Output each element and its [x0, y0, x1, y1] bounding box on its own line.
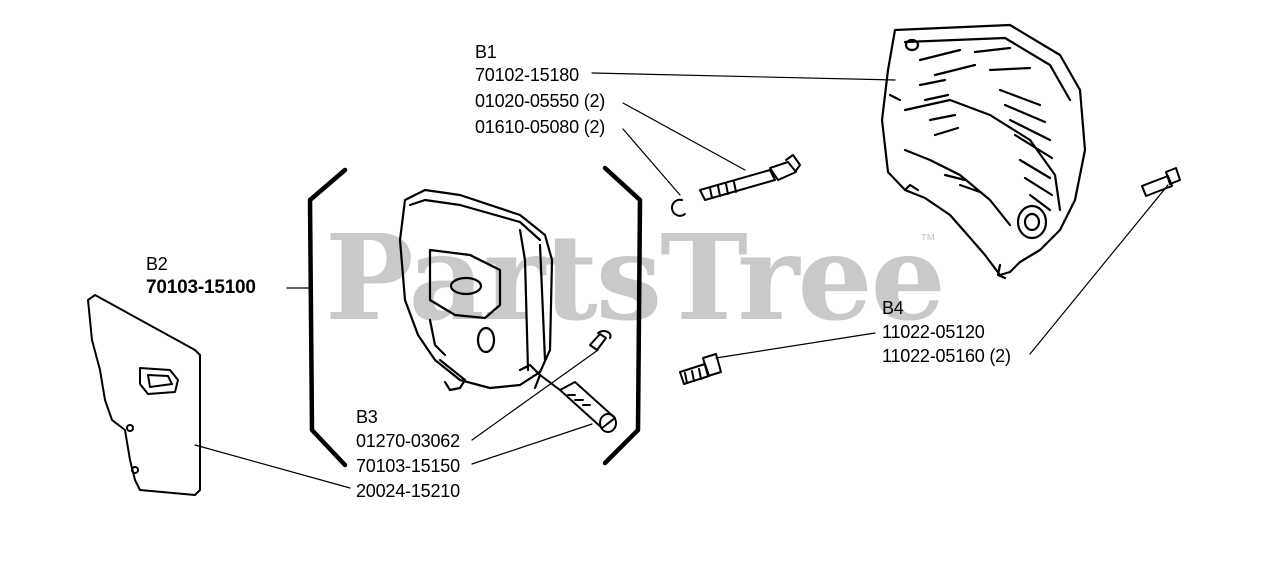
- spark-arrester-part: [539, 374, 617, 433]
- trademark-symbol: ™: [920, 232, 936, 249]
- part-number-label: 11022-05120: [882, 322, 985, 342]
- part-number-label: 70103-15100: [146, 277, 256, 298]
- part-number-label: 01020-05550 (2): [475, 91, 606, 111]
- part-number-label: 01270-03062: [356, 431, 460, 451]
- callout-ref-b3: B3: [356, 407, 378, 427]
- watermark-logo: PartsTree: [325, 208, 946, 347]
- part-number-label: 20024-15210: [356, 481, 460, 501]
- screw-part: [679, 353, 722, 385]
- group-bracket: [307, 165, 643, 468]
- part-number-label: 70103-15150: [356, 456, 460, 476]
- part-number-label: 01610-05080 (2): [475, 117, 606, 137]
- heat-shield-part: [880, 23, 1087, 280]
- clip-part: [671, 198, 686, 217]
- part-number-label: 11022-05160 (2): [882, 346, 1011, 366]
- callout-ref-b4: B4: [882, 298, 904, 318]
- bolt-part: [699, 154, 801, 201]
- screw-part: [589, 330, 612, 351]
- leader-lines: [194, 72, 1169, 489]
- screw-part: [1141, 167, 1181, 197]
- callout-ref-b2: B2: [146, 254, 168, 274]
- callout-ref-b1: B1: [475, 42, 497, 62]
- muffler-part: [398, 188, 554, 392]
- gasket-plate-part: [87, 294, 201, 496]
- part-number-label: 70102-15180: [475, 65, 579, 85]
